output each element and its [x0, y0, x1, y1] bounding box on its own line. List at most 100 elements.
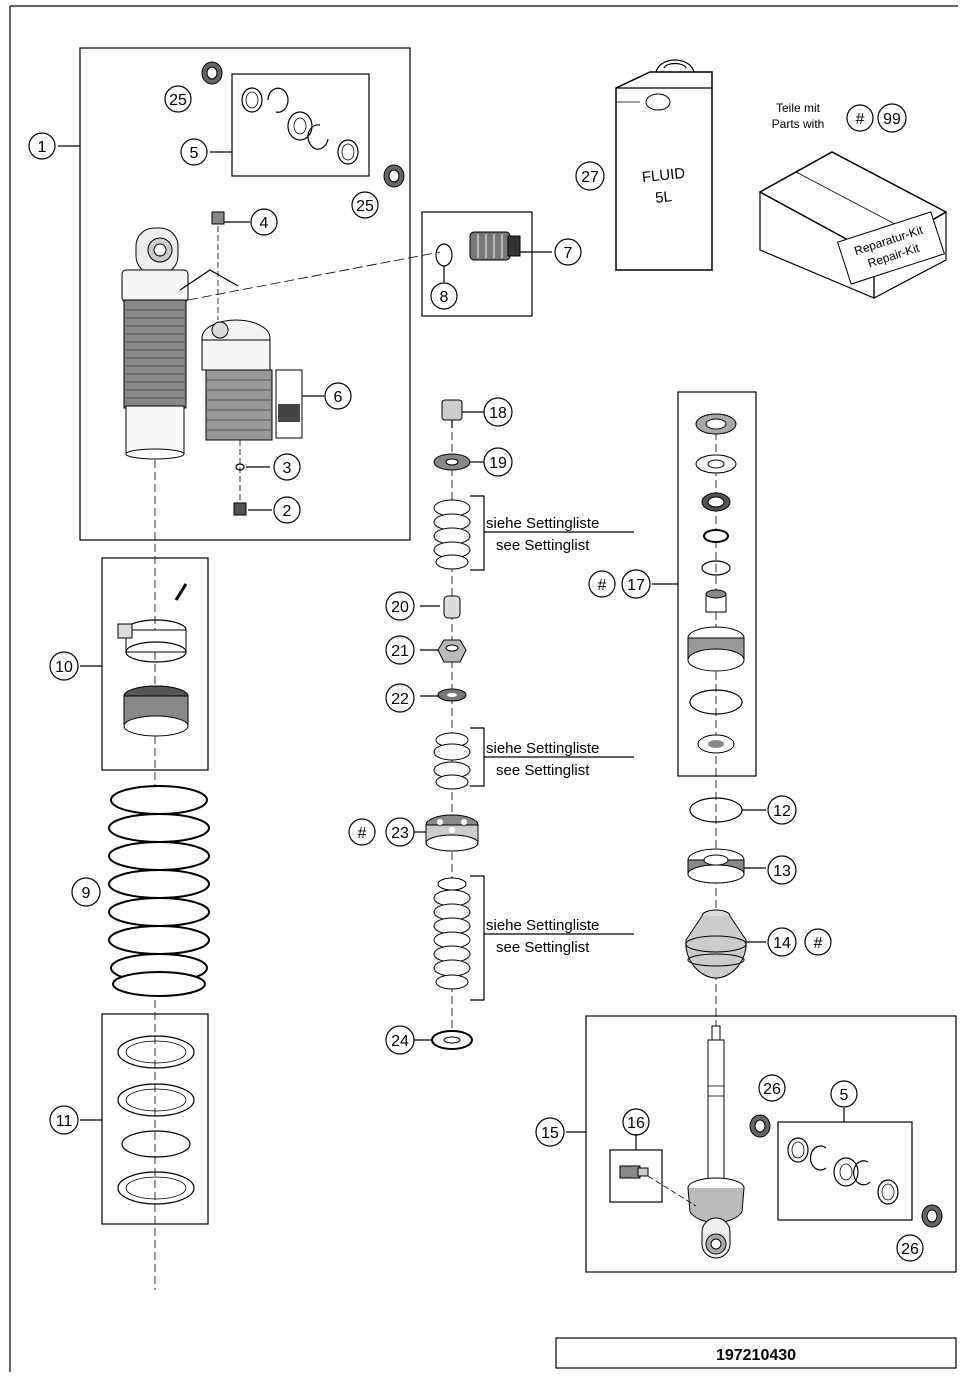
callout-8: 8	[430, 282, 458, 310]
svg-text:#: #	[598, 577, 607, 594]
document-number-box	[555, 1337, 957, 1369]
shim-stack-1	[433, 499, 471, 570]
svg-text:5: 5	[190, 145, 199, 162]
callout-26-top: 26	[758, 1074, 786, 1102]
svg-text:7: 7	[564, 245, 573, 262]
svg-text:10: 10	[55, 659, 73, 676]
callout-23-hash: #	[348, 818, 376, 846]
svg-text:99: 99	[883, 111, 901, 128]
callout-24: 24	[385, 1025, 415, 1055]
kit-note-line1: Teile mit	[776, 101, 821, 115]
part-8-o-ring	[435, 243, 453, 267]
svg-text:22: 22	[391, 691, 409, 708]
group-box-piston-rod	[585, 1015, 957, 1273]
svg-text:1: 1	[38, 139, 47, 156]
part-18-nut	[441, 399, 463, 428]
callout-6: 6	[324, 382, 352, 410]
setting-note-2-en: see Settinglist	[496, 762, 590, 779]
part-19-washer	[433, 453, 471, 471]
callout-22: 22	[385, 683, 415, 713]
setting-note-2-de: siehe Settingliste	[486, 740, 599, 757]
callout-26-bottom: 26	[896, 1234, 924, 1262]
part-16-valve	[619, 1165, 649, 1179]
kit-note-hash: #	[846, 104, 874, 132]
callout-5-top: 5	[180, 138, 208, 166]
setting-note-3-de: siehe Settingliste	[486, 917, 599, 934]
svg-text:3: 3	[283, 460, 292, 477]
kit-note-line2: Parts with	[772, 117, 825, 131]
svg-text:23: 23	[391, 825, 409, 842]
document-number: 197210430	[716, 1347, 796, 1364]
callout-23: 23	[385, 817, 415, 847]
callout-4: 4	[250, 208, 278, 236]
svg-text:6: 6	[334, 389, 343, 406]
part-14-bump-rubber	[685, 909, 747, 979]
setting-note-1-en: see Settinglist	[496, 537, 590, 554]
group-box-spacers	[101, 1013, 209, 1225]
callout-19: 19	[483, 447, 513, 477]
part-23-piston	[425, 814, 479, 852]
part-13-bump-cap	[687, 848, 745, 884]
callout-15: 15	[535, 1117, 565, 1147]
svg-text:8: 8	[440, 289, 449, 306]
fluid-can-label-line2: 5L	[654, 188, 672, 207]
svg-text:18: 18	[489, 405, 507, 422]
group-box-seal-head	[677, 391, 757, 777]
kit-note-number: 99	[877, 103, 907, 133]
group-box-shock-body	[79, 47, 411, 541]
seal-26-top	[749, 1114, 771, 1138]
bearing-ring-set-top	[241, 87, 359, 165]
fluid-can-label-line1: FLUID	[641, 165, 686, 186]
callout-12: 12	[767, 795, 797, 825]
callout-11: 11	[49, 1105, 79, 1135]
callout-5-bottom: 5	[830, 1080, 858, 1108]
callout-20: 20	[385, 591, 415, 621]
part-20-bushing	[443, 595, 461, 619]
callout-25-bottom: 25	[351, 191, 379, 219]
part-24-washer	[431, 1030, 473, 1050]
piston-rod	[687, 1025, 745, 1259]
group-box-spring-retainer	[101, 557, 209, 771]
svg-text:15: 15	[541, 1125, 559, 1142]
callout-25-top: 25	[164, 85, 192, 113]
svg-text:25: 25	[356, 198, 374, 215]
bearing-ring-set-bottom	[787, 1137, 899, 1205]
callout-7: 7	[554, 238, 582, 266]
svg-text:2: 2	[283, 503, 292, 520]
svg-text:12: 12	[773, 803, 791, 820]
callout-18: 18	[483, 397, 513, 427]
shim-stack-3	[433, 877, 471, 990]
part-2-screw	[233, 502, 247, 516]
spacer-rings	[117, 1035, 195, 1205]
svg-text:#: #	[814, 935, 823, 952]
svg-text:5: 5	[840, 1087, 849, 1104]
group-box-bearing-kit-bottom	[777, 1121, 913, 1221]
svg-text:17: 17	[627, 577, 645, 594]
callout-2: 2	[273, 496, 301, 524]
svg-text:#: #	[358, 825, 367, 842]
part-22-washer	[437, 688, 467, 702]
svg-text:#: #	[856, 111, 865, 128]
svg-text:16: 16	[627, 1115, 645, 1132]
coil-spring	[108, 785, 210, 997]
callout-3: 3	[273, 453, 301, 481]
svg-text:25: 25	[169, 92, 187, 109]
svg-text:27: 27	[581, 169, 599, 186]
svg-text:14: 14	[773, 935, 791, 952]
callout-13: 13	[767, 855, 797, 885]
setting-note-1-de: siehe Settingliste	[486, 515, 599, 532]
callout-17-hash: #	[588, 570, 616, 598]
seal-25-bottom	[383, 164, 405, 188]
repair-kit-box: Reparatur-Kit Repair-Kit	[758, 151, 948, 299]
svg-text:4: 4	[260, 215, 269, 232]
seal-head-parts	[687, 413, 745, 754]
callout-14: 14	[767, 927, 797, 957]
group-box-bearing-kit-top	[231, 73, 370, 177]
shim-stack-2	[433, 732, 471, 790]
seal-26-bottom	[921, 1204, 943, 1228]
part-4-bleed-screw	[211, 211, 225, 320]
spring-retainer-parts	[117, 583, 189, 737]
setting-note-3-en: see Settinglist	[496, 939, 590, 956]
